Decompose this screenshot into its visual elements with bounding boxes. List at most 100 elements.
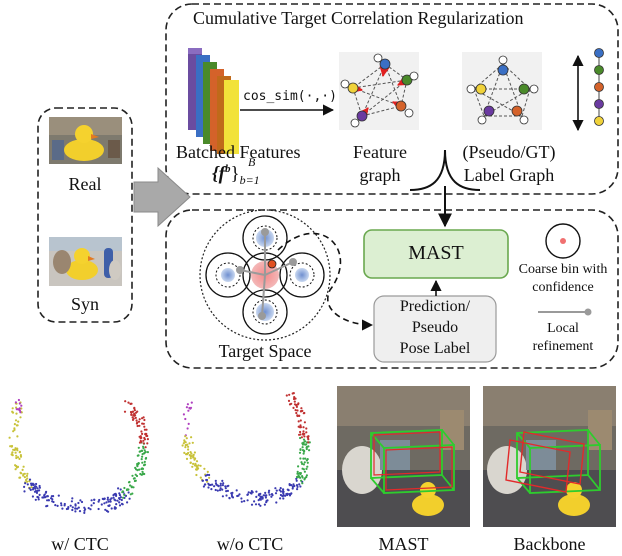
scatter-point (79, 499, 82, 502)
scatter-point (35, 491, 39, 494)
scatter-point (302, 457, 305, 460)
scatter-point (189, 406, 193, 409)
scatter-point (193, 451, 196, 454)
scatter-point (307, 436, 310, 440)
scatter-point (303, 477, 306, 480)
scatter-point (228, 497, 231, 500)
scatter-point (199, 464, 202, 467)
scatter-point (74, 510, 77, 513)
scatter-point (253, 500, 256, 503)
scatter-point (141, 473, 144, 476)
scatter-point (34, 487, 37, 490)
scatter-point (224, 485, 227, 488)
scatter-point (143, 438, 147, 441)
scatter-point (295, 475, 299, 479)
prediction-label-3: Pose Label (399, 340, 471, 357)
scatter-point (144, 446, 147, 449)
scatter-point (246, 493, 249, 496)
scatter-point (123, 493, 126, 497)
feature-graph-label-1: Feature (353, 142, 407, 162)
scatter-point (133, 479, 136, 483)
scatter-point (134, 466, 137, 469)
target-space (199, 209, 331, 341)
scatter-point (250, 490, 253, 493)
scatter-point (129, 484, 132, 487)
scatter-point (136, 462, 139, 466)
scatter-point (134, 411, 138, 414)
scatter-point (202, 485, 205, 488)
scatter-point (20, 407, 23, 410)
scatter-point (303, 470, 306, 473)
scatter-point (18, 402, 21, 405)
scatter-point (221, 479, 224, 482)
scatter-point (137, 420, 141, 423)
domain-box (37, 107, 133, 323)
scatter-point (123, 410, 127, 413)
scatter-point (38, 493, 41, 496)
scatter-point (186, 403, 189, 406)
prediction-label-1: Prediction/ (399, 298, 471, 315)
scatter-point (240, 497, 243, 500)
feature-stack (188, 48, 239, 154)
scatter-point (298, 483, 301, 486)
scatter-point (102, 498, 105, 501)
scatter-point (141, 422, 144, 425)
scatter-point (127, 488, 130, 491)
scatter-point (307, 445, 310, 448)
scatter-point (206, 470, 209, 473)
scatter-point (19, 416, 22, 419)
scatter-point (69, 504, 72, 507)
scatter-point (278, 489, 281, 492)
scatter-point (201, 479, 204, 482)
scatter-point (46, 495, 49, 498)
scatter-point (304, 440, 307, 443)
scatter-point (51, 500, 54, 503)
scatter-point (144, 457, 147, 460)
scatter-point (282, 497, 285, 500)
scatter-point (301, 476, 304, 479)
scatter-point (52, 495, 55, 498)
scatter-point (221, 488, 224, 491)
scatter-point (18, 451, 21, 454)
scatter-point (18, 457, 21, 460)
scatter-point (286, 488, 289, 491)
scatter-point (184, 441, 187, 444)
scatter-point (138, 424, 141, 427)
scatter-point (255, 490, 258, 493)
scatter-point (142, 447, 145, 450)
scatter-point (128, 497, 131, 500)
scatter-point (299, 430, 302, 434)
scatter-point (306, 465, 309, 468)
scatter-point (305, 427, 308, 430)
scatter-point (44, 491, 48, 494)
scatter-point (36, 487, 39, 490)
scatter-point (83, 509, 86, 512)
scatter-point (225, 494, 228, 497)
scatter-point (190, 401, 193, 404)
scatter-point (268, 489, 271, 492)
scatter-point (118, 504, 122, 507)
scatter-point (279, 497, 282, 500)
scatter-point (300, 410, 303, 413)
formula-open: {f (212, 163, 225, 185)
scatter-point (299, 424, 302, 427)
scatter-point (28, 478, 32, 481)
scatter-point (80, 500, 84, 504)
scatter-point (51, 498, 54, 501)
prediction-box (373, 295, 497, 363)
scatter-point (132, 486, 135, 489)
scatter-point (130, 485, 133, 488)
scatter-point (295, 484, 299, 487)
scatter-point (29, 488, 32, 491)
scatter-point (295, 479, 298, 482)
scatter-point (243, 500, 246, 503)
scatter-point (130, 413, 133, 416)
scatter-point (285, 492, 288, 496)
scatter-wo-ctc (181, 392, 311, 507)
scatter-point (298, 451, 302, 454)
scatter-point (254, 503, 258, 506)
scatter-point (185, 437, 188, 440)
formula-B: B (248, 155, 256, 169)
scatter-point (117, 487, 120, 490)
scatter-point (13, 423, 16, 426)
